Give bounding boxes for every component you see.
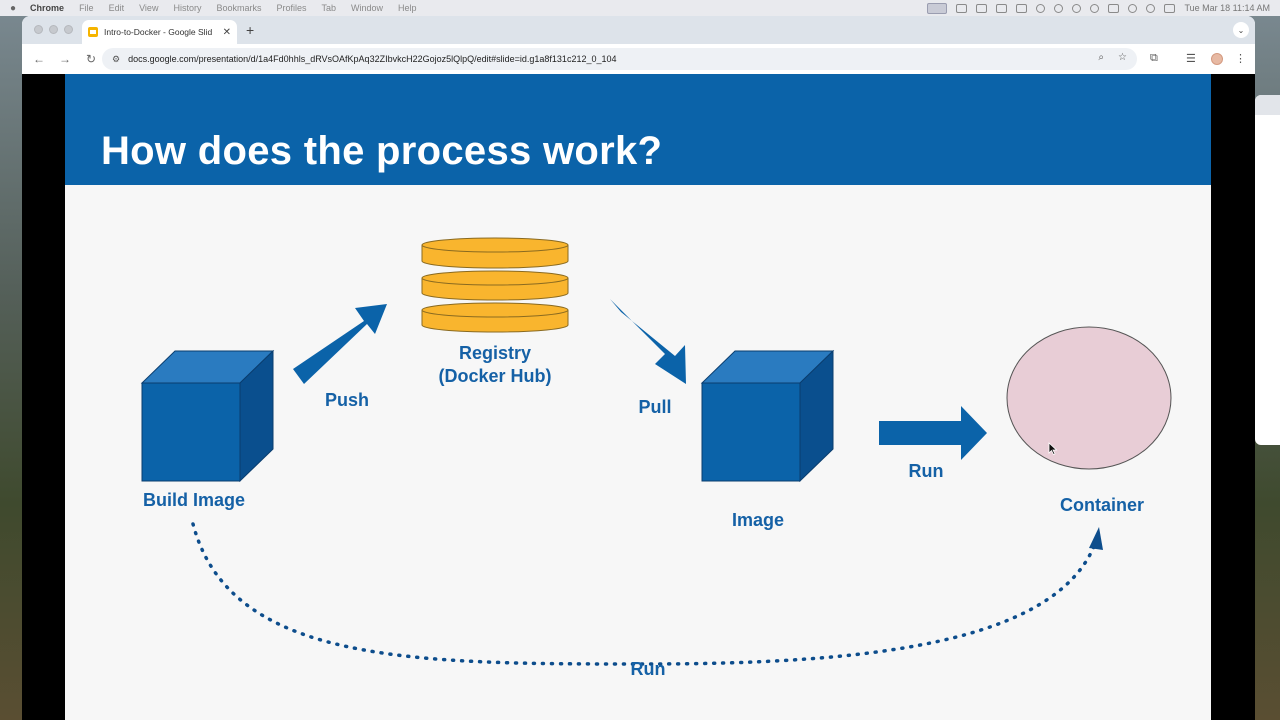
control-center-icon[interactable] <box>1164 3 1176 13</box>
browser-window: Intro-to-Docker - Google Slid ✕ + ⌄ ← → … <box>22 16 1255 720</box>
push-arrow-icon <box>293 304 387 384</box>
tab-search-icon[interactable]: ⌄ <box>1233 22 1249 38</box>
browser-toolbar: ← → ↻ ⚙ docs.google.com/presentation/d/1… <box>22 44 1255 74</box>
address-bar[interactable]: ⚙ docs.google.com/presentation/d/1a4Fd0h… <box>102 48 1137 70</box>
menu-file[interactable]: File <box>79 3 94 13</box>
label-build-image: Build Image <box>142 490 245 510</box>
sync-icon[interactable] <box>996 3 1008 13</box>
menu-app-name[interactable]: Chrome <box>30 3 65 13</box>
new-tab-icon[interactable]: + <box>246 22 255 38</box>
label-image: Image <box>731 510 785 530</box>
macos-menu-bar: ● Chrome File Edit View History Bookmark… <box>0 0 1280 16</box>
menu-profiles[interactable]: Profiles <box>276 3 307 13</box>
folder-icon[interactable] <box>956 3 968 13</box>
reading-list-icon[interactable]: ☰ <box>1186 53 1196 65</box>
slide[interactable]: How does the process work? <box>65 74 1211 720</box>
wifi-icon[interactable] <box>1128 3 1138 13</box>
menu-bookmarks[interactable]: Bookmarks <box>216 3 262 13</box>
google-slides-icon <box>88 27 98 37</box>
menu-view[interactable]: View <box>139 3 159 13</box>
background-window-edge <box>1255 95 1280 445</box>
minimize-window-button[interactable] <box>49 25 58 34</box>
close-tab-icon[interactable]: ✕ <box>222 26 231 38</box>
battery-icon[interactable] <box>1108 3 1120 13</box>
dotted-run-arrowhead-icon <box>1089 527 1103 550</box>
run-arrow-icon <box>879 406 987 460</box>
menu-edit[interactable]: Edit <box>108 3 125 13</box>
tab-strip: Intro-to-Docker - Google Slid ✕ + ⌄ <box>22 16 1255 44</box>
maximize-window-button[interactable] <box>64 25 73 34</box>
mouse-cursor-icon <box>1048 442 1058 456</box>
label-registry: Registry (Docker Hub) <box>425 342 565 388</box>
label-pull: Pull <box>638 397 672 417</box>
label-registry-line2: (Docker Hub) <box>438 366 552 386</box>
more-menu-icon[interactable]: ⋮ <box>1235 53 1246 65</box>
tab-title: Intro-to-Docker - Google Slid <box>104 27 213 37</box>
label-run-bottom: Run <box>630 659 666 679</box>
label-push: Push <box>324 390 369 410</box>
label-container: Container <box>1059 495 1144 515</box>
menu-history[interactable]: History <box>173 3 202 13</box>
forward-icon[interactable]: → <box>59 52 71 66</box>
close-window-button[interactable] <box>34 25 43 34</box>
check-icon[interactable] <box>1054 3 1064 13</box>
apple-menu-icon[interactable]: ● <box>10 2 17 14</box>
play-icon[interactable] <box>1072 3 1082 13</box>
slide-header-band <box>65 74 1211 185</box>
image-cube-icon <box>700 349 835 483</box>
back-icon[interactable]: ← <box>33 52 45 66</box>
url-text[interactable]: docs.google.com/presentation/d/1a4Fd0hhl… <box>128 54 617 64</box>
process-diagram <box>140 237 1172 666</box>
zoom-icon[interactable]: ⌕ <box>1098 52 1105 63</box>
menu-window[interactable]: Window <box>351 3 384 13</box>
menu-tab[interactable]: Tab <box>321 3 337 13</box>
build-image-cube-icon <box>140 349 275 483</box>
registry-database-icon <box>421 237 569 333</box>
profile-avatar[interactable] <box>1211 53 1223 65</box>
window-controls <box>34 25 73 34</box>
menu-help[interactable]: Help <box>398 3 417 13</box>
slide-title: How does the process work? <box>101 129 663 173</box>
forward-icon[interactable] <box>1016 3 1028 13</box>
site-info-icon[interactable]: ⚙ <box>112 53 121 64</box>
menu-bar-tray: Tue Mar 18 11:14 AM <box>927 0 1270 16</box>
bookmark-star-icon[interactable]: ☆ <box>1118 52 1127 63</box>
presentation-viewport: How does the process work? <box>22 74 1255 720</box>
extensions-icon[interactable]: ⧉ <box>1150 52 1158 64</box>
hand-icon[interactable] <box>1036 3 1046 13</box>
dotted-run-curve <box>191 522 1097 666</box>
clock-icon[interactable] <box>1090 3 1100 13</box>
label-registry-line1: Registry <box>458 343 532 363</box>
tab-slides[interactable]: Intro-to-Docker - Google Slid ✕ <box>82 20 237 44</box>
menu-bar-clock[interactable]: Tue Mar 18 11:14 AM <box>1184 3 1270 13</box>
reload-icon[interactable]: ↻ <box>85 52 97 66</box>
pull-arrow-icon <box>610 299 686 384</box>
screen-share-icon[interactable] <box>927 2 948 14</box>
label-run-arrow: Run <box>908 461 944 481</box>
documents-icon[interactable] <box>976 3 988 13</box>
container-circle[interactable] <box>1006 326 1172 470</box>
search-icon[interactable] <box>1146 3 1156 13</box>
